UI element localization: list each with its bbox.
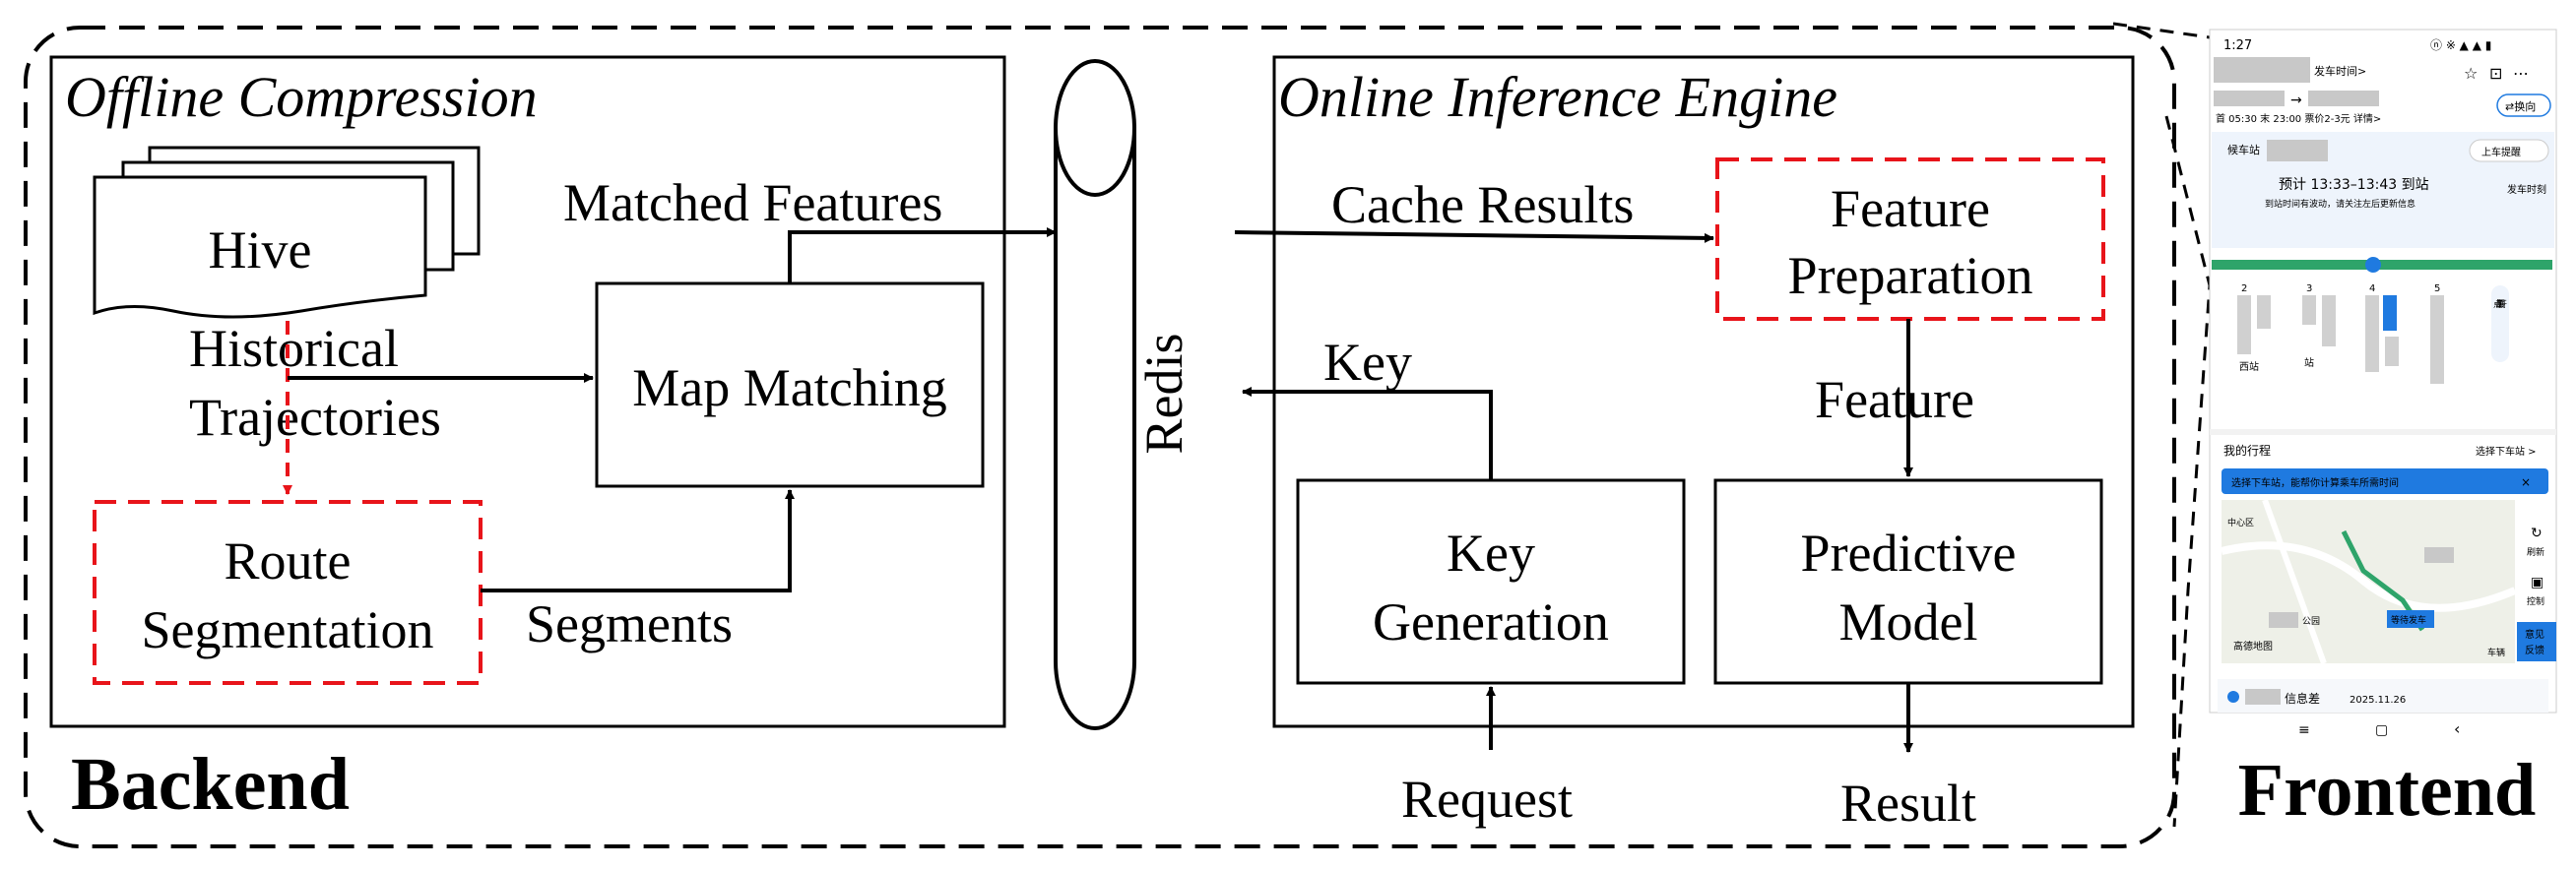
key-label: Key [1323, 333, 1412, 392]
segments-arrow [481, 489, 795, 592]
connector-line-side [2164, 115, 2212, 828]
phone-share-icon[interactable]: ⊡ [2489, 64, 2502, 83]
board-reminder-label: 上车提醒 [2481, 146, 2521, 158]
expand-button[interactable] [2491, 285, 2509, 362]
online-inference-title: Online Inference Engine [1278, 65, 1837, 129]
expand-label: 点击展开 [2493, 298, 2507, 310]
depart-time-label[interactable]: 发车时刻 [2507, 183, 2546, 196]
phone-screenshot: 1:27 ⓝ ※ ▲ ▲ ▮ 发车时间> ☆ ⊡ ⋯ → ⇄换向 首 05:30… [2209, 29, 2557, 738]
route-line-bar [2212, 260, 2552, 270]
map-matching-label: Map Matching [632, 358, 946, 417]
feedback-line2: 反馈 [2525, 644, 2544, 656]
choose-stop-link[interactable]: 选择下车站 > [2476, 445, 2537, 458]
map-brand: 高德地图 [2233, 640, 2273, 652]
historical-trajectories-line2: Trajectories [189, 388, 441, 447]
map-corner-label: 车辆 [2487, 647, 2505, 658]
schedule-line: 首 05:30 末 23:00 票价2-3元 详情> [2216, 112, 2381, 125]
route-stop-number-3: 3 [2306, 283, 2312, 294]
predictive-model-box [1713, 478, 2103, 685]
nav-back-icon[interactable]: ‹ [2454, 719, 2460, 738]
redis-cylinder: Redis [1054, 59, 1193, 730]
switch-direction-label: ⇄换向 [2505, 99, 2536, 113]
route-stop-number-5: 5 [2434, 283, 2440, 294]
offline-compression-title: Offline Compression [65, 65, 538, 129]
control-icon[interactable]: ▣ [2531, 575, 2544, 590]
switch-direction-button[interactable] [2496, 93, 2551, 117]
eta-subtext: 到站时间有波动，请关注左后更新信息 [2265, 198, 2415, 210]
nav-home-icon[interactable]: ▢ [2375, 722, 2388, 738]
info-date: 2025.11.26 [2350, 695, 2406, 706]
phone-star-icon[interactable]: ☆ [2464, 64, 2478, 83]
phone-status-time: 1:27 [2223, 38, 2252, 53]
backend-section-label: Backend [71, 743, 350, 826]
feedback-button[interactable] [2517, 622, 2556, 661]
historical-trajectories-line1: Historical [189, 319, 399, 378]
map-label-1: 中心区 [2227, 517, 2254, 528]
feature-label: Feature [1815, 370, 1974, 429]
feedback-line1: 意见 [2525, 628, 2544, 641]
hive-document-stack [93, 146, 481, 319]
waiting-departure-badge [2387, 610, 2434, 628]
direction-arrow: → [2290, 93, 2302, 108]
waiting-station-label: 候车站 [2227, 143, 2260, 156]
backend-container [24, 26, 2176, 848]
key-arrow [1242, 387, 1493, 480]
predictive-model-line1: Predictive [1801, 524, 2017, 583]
map-label-2: 公园 [2302, 616, 2320, 627]
request-label: Request [1401, 770, 1573, 829]
route-stop-number-2: 2 [2241, 283, 2247, 294]
frontend-section-label: Frontend [2238, 749, 2537, 832]
cache-results-arrow [1234, 230, 1714, 243]
nav-menu-icon[interactable]: ≡ [2298, 722, 2310, 738]
route-segmentation-box [93, 500, 483, 685]
current-stop-marker [2365, 257, 2381, 273]
key-generation-line2: Generation [1373, 592, 1609, 652]
route-segmentation-line1: Route [225, 531, 352, 590]
key-generation-line1: Key [1447, 524, 1535, 583]
choose-stop-banner[interactable] [2222, 468, 2548, 494]
phone-status-icons: ⓝ ※ ▲ ▲ ▮ [2430, 38, 2491, 52]
route-stop-number-4: 4 [2369, 283, 2375, 294]
refresh-label[interactable]: 刷新 [2527, 546, 2544, 558]
my-trip-title: 我的行程 [2223, 443, 2271, 458]
hive-label: Hive [209, 220, 312, 280]
waiting-departure-label: 等待发车 [2391, 614, 2426, 626]
route-name-redacted [2214, 57, 2310, 83]
route-time-link[interactable]: 发车时间> [2314, 64, 2366, 78]
key-generation-box [1296, 478, 1686, 685]
eta-text: 预计 13:33–13:43 到站 [2279, 177, 2429, 193]
cache-results-label: Cache Results [1331, 175, 1634, 234]
choose-stop-banner-text: 选择下车站，能帮你计算乘车所需时间 [2231, 476, 2399, 489]
predictive-model-line2: Model [1839, 592, 1978, 652]
control-label[interactable]: 控制 [2527, 595, 2544, 607]
banner-close-icon[interactable]: × [2521, 475, 2531, 489]
result-label: Result [1840, 774, 1976, 833]
nearest-stop-tag [2383, 295, 2397, 331]
board-reminder-button[interactable] [2469, 139, 2549, 162]
feature-preparation-line2: Preparation [1788, 246, 2033, 305]
phone-more-icon[interactable]: ⋯ [2513, 64, 2529, 83]
matched-features-label: Matched Features [563, 173, 942, 232]
feature-preparation-line1: Feature [1831, 179, 1990, 238]
connector-line-top [2112, 22, 2211, 39]
stop-name-a: 西站 [2239, 360, 2259, 373]
matched-features-arrow [788, 227, 1057, 283]
map-matching-box [595, 281, 985, 488]
info-title: 信息差 [2285, 691, 2320, 706]
segments-label: Segments [526, 594, 733, 653]
redis-label: Redis [1134, 333, 1193, 454]
refresh-icon[interactable]: ↻ [2531, 526, 2543, 541]
route-segmentation-line2: Segmentation [142, 600, 434, 659]
stop-name-b: 站 [2304, 356, 2314, 369]
